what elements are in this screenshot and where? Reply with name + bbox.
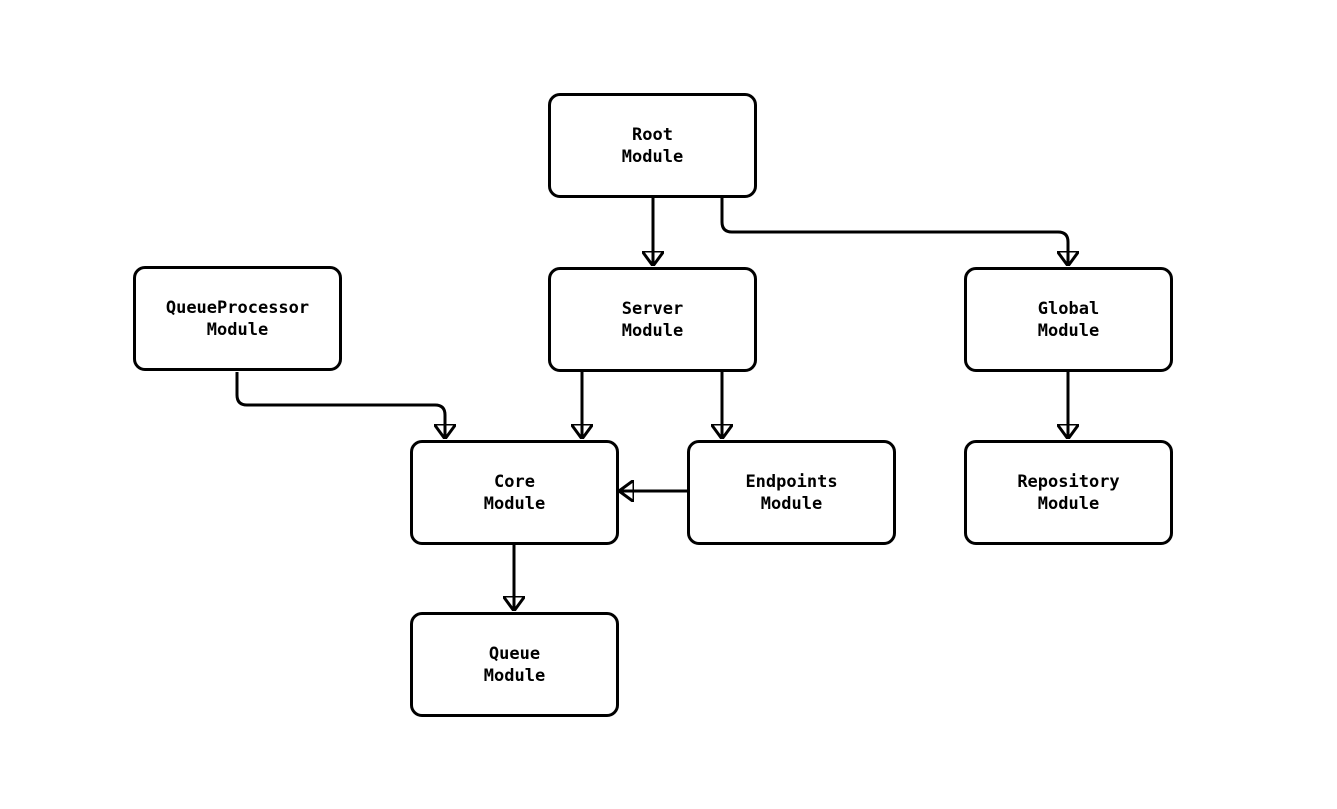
edge-root-to-global-arrow bbox=[720, 198, 1068, 265]
node-global-label-line1: Global bbox=[1037, 298, 1100, 319]
node-server-module: Server Module bbox=[548, 267, 757, 372]
node-repository-module: Repository Module bbox=[964, 440, 1173, 545]
node-repository-label-line1: Repository bbox=[1017, 471, 1120, 492]
node-core-label-line2: Module bbox=[483, 493, 546, 514]
node-server-label-line1: Server bbox=[621, 298, 684, 319]
node-queueprocessor-module: QueueProcessor Module bbox=[133, 266, 342, 371]
node-global-module: Global Module bbox=[964, 267, 1173, 372]
node-endpoints-module: Endpoints Module bbox=[687, 440, 896, 545]
node-repository-label-line2: Module bbox=[1037, 493, 1100, 514]
node-endpoints-label-line1: Endpoints bbox=[745, 471, 838, 492]
node-root-module: Root Module bbox=[548, 93, 757, 198]
node-global-label-line2: Module bbox=[1037, 320, 1100, 341]
node-queue-label-line2: Module bbox=[483, 665, 546, 686]
node-queue-module: Queue Module bbox=[410, 612, 619, 717]
node-queue-label-line1: Queue bbox=[488, 643, 541, 664]
edge-queueprocessor-to-core-arrow bbox=[235, 372, 445, 438]
node-queueprocessor-label-line1: QueueProcessor bbox=[165, 297, 310, 318]
node-root-label-line2: Module bbox=[621, 146, 684, 167]
node-core-label-line1: Core bbox=[494, 471, 535, 492]
node-endpoints-label-line2: Module bbox=[760, 493, 823, 514]
node-server-label-line2: Module bbox=[621, 320, 684, 341]
node-queueprocessor-label-line2: Module bbox=[206, 319, 269, 340]
node-root-label-line1: Root bbox=[632, 124, 673, 145]
node-core-module: Core Module bbox=[410, 440, 619, 545]
